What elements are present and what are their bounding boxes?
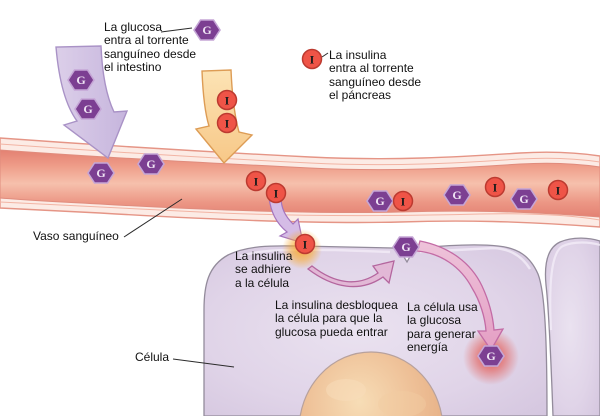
adjacent-cell	[544, 237, 600, 416]
cell-label: Célula	[135, 350, 170, 364]
svg-text:I: I	[274, 186, 279, 200]
svg-text:I: I	[493, 180, 498, 194]
label-line: sanguíneo desde	[329, 74, 422, 89]
label-line: energía	[407, 340, 448, 355]
label-line: La insulina	[235, 249, 293, 263]
label-line: la glucosa	[407, 313, 462, 328]
label-line: Célula	[135, 350, 170, 364]
insulin-molecule: I	[301, 48, 323, 70]
svg-text:G: G	[375, 194, 384, 208]
insulin-label-line	[321, 52, 329, 58]
label-line: entra al torrente	[104, 33, 189, 48]
glucose-molecule: G	[510, 188, 538, 210]
svg-text:I: I	[556, 183, 561, 197]
insulin-molecule: I	[484, 176, 506, 198]
label-line: para generar	[407, 326, 476, 341]
svg-text:G: G	[96, 166, 105, 180]
cell-uses-glucose-label: La célula usa la glucosa para generar en…	[407, 300, 478, 355]
glucose-molecule: G	[87, 162, 115, 184]
svg-text:G: G	[519, 192, 528, 206]
label-line: el páncreas	[329, 88, 392, 103]
label-line: La glucosa	[104, 20, 163, 34]
glucose-molecule: G	[443, 184, 471, 206]
glucose-label-line	[160, 27, 193, 33]
label-line: La célula usa	[407, 300, 478, 314]
insulin-molecule: I	[392, 190, 414, 212]
label-line: La insulina desbloquea	[275, 298, 398, 312]
cell-label-line	[172, 358, 235, 368]
nucleus	[299, 351, 443, 416]
insulin-molecule-bound: I	[294, 233, 316, 255]
insulin-entry-label: La insulina entra al torrente sanguíneo …	[329, 48, 422, 103]
blood-vessel-label: Vaso sanguíneo	[33, 229, 119, 243]
svg-text:I: I	[310, 52, 315, 66]
cell-body	[203, 244, 548, 416]
glucose-molecule: G	[74, 98, 102, 120]
label-line: el intestino	[104, 60, 162, 75]
glucose-molecule: G	[67, 69, 95, 91]
insulin-unlocks-arrow	[306, 260, 395, 288]
insulin-unlocks-label: La insulina desbloquea la célula para qu…	[275, 298, 398, 339]
svg-text:G: G	[76, 73, 85, 87]
label-line: sanguíneo desde	[104, 46, 197, 61]
glucose-molecule-energy: G	[477, 345, 505, 367]
insulin-molecules: I I I I I I I I I	[216, 48, 569, 255]
svg-text:I: I	[225, 93, 230, 107]
label-line: la célula para que la	[275, 311, 383, 326]
label-line: a la célula	[235, 275, 290, 290]
svg-text:G: G	[202, 23, 211, 37]
svg-text:G: G	[83, 102, 92, 116]
svg-text:I: I	[401, 194, 406, 208]
insulin-adheres-label: La insulina se adhiere a la célula	[235, 249, 293, 290]
insulin-molecule: I	[216, 112, 238, 134]
svg-text:I: I	[225, 116, 230, 130]
cells	[203, 237, 600, 416]
label-line: entra al torrente	[329, 61, 414, 76]
glucose-molecule: G	[137, 153, 165, 175]
glucose-entry-label: La glucosa entra al torrente sanguíneo d…	[104, 20, 197, 75]
label-line: Vaso sanguíneo	[33, 229, 119, 243]
insulin-molecule: I	[245, 170, 267, 192]
label-line: La insulina	[329, 48, 387, 62]
glucose-molecule: G	[366, 190, 394, 212]
svg-text:G: G	[401, 240, 410, 254]
glucose-receptor-molecule: G	[392, 236, 420, 258]
svg-text:G: G	[146, 157, 155, 171]
svg-text:G: G	[486, 349, 495, 363]
nucleus-highlight	[378, 391, 426, 416]
nucleus-highlight	[326, 379, 366, 401]
blood-vessel	[0, 137, 600, 228]
glucose-molecules: G G G G G G G G G G	[67, 19, 538, 367]
vessel-label-line	[123, 198, 183, 238]
insulin-molecule: I	[547, 179, 569, 201]
vessel-wall-inner-line-top	[0, 143, 600, 166]
insulin-molecule: I	[216, 89, 238, 111]
svg-text:G: G	[452, 188, 461, 202]
label-line: glucosa pueda entrar	[275, 324, 388, 339]
svg-text:I: I	[303, 237, 308, 251]
insulin-molecule: I	[265, 182, 287, 204]
label-line: se adhiere	[235, 262, 292, 277]
svg-text:I: I	[254, 174, 259, 188]
adjacent-cell-highlight	[549, 241, 600, 331]
glucose-molecule: G	[193, 19, 221, 41]
vessel-wall-inner-line-bottom	[0, 201, 600, 221]
